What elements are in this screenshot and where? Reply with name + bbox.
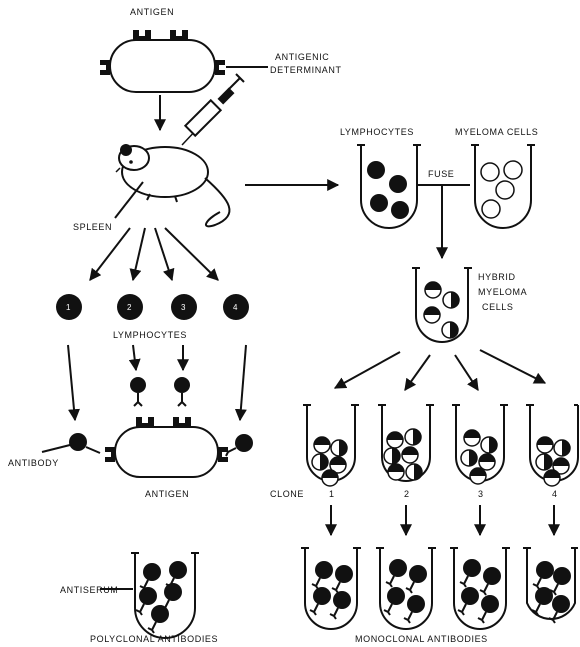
lymphocytes-tube-label: LYMPHOCYTES (340, 127, 414, 137)
antiserum-antibodies (135, 560, 188, 634)
clone-tube-4 (526, 404, 579, 487)
antibody-cell-3 (174, 377, 190, 407)
myeloma-tube (474, 145, 532, 229)
hybrid-label-3: CELLS (482, 302, 514, 312)
antiserum-tube (134, 553, 196, 639)
syringe-icon (181, 73, 245, 146)
myeloma-cells-in-tube (480, 160, 523, 219)
determinant-left (100, 60, 110, 75)
antigen-top (109, 39, 216, 93)
arrow-clone-3 (454, 354, 479, 392)
lymphocyte-2-number: 2 (127, 303, 132, 312)
antigen-bottom-label: ANTIGEN (145, 489, 189, 499)
arrow-lymph-4 (164, 227, 219, 281)
lymphocyte-2: 2 (117, 294, 143, 320)
clone-tube-3 (452, 404, 508, 485)
lymphocyte-3: 3 (171, 294, 197, 320)
hybrid-cells-in-tube (423, 281, 460, 339)
clone-number-4: 4 (552, 489, 557, 499)
arrow-lymph-1 (89, 227, 131, 281)
polyclonal-label: POLYCLONAL ANTIBODIES (90, 634, 218, 644)
fuse-label: FUSE (428, 169, 454, 179)
spleen-pointer (114, 181, 144, 219)
clone-number-1: 1 (329, 489, 334, 499)
clone-number-2: 2 (404, 489, 409, 499)
clone-tube-1 (303, 404, 359, 487)
arrow-down-2 (128, 344, 141, 372)
lymphocyte-4: 4 (223, 294, 249, 320)
arrow-clone-1 (333, 351, 401, 389)
arrow-clone-4 (479, 349, 547, 384)
arrow-lymph-2 (129, 227, 146, 282)
determinant-bottom-right (218, 447, 228, 462)
lymphocytes-left-label: LYMPHOCYTES (113, 330, 187, 340)
lymphocyte-4-number: 4 (233, 303, 238, 312)
hybrid-label-2: MYELOMA (478, 287, 527, 297)
monoclonal-label: MONOCLONAL ANTIBODIES (355, 634, 488, 644)
mono-tube-2 (376, 547, 436, 630)
determinant-top-1 (133, 30, 151, 40)
determinant-bottom-1 (136, 417, 154, 427)
mono-tube-3 (450, 547, 510, 630)
lymphocyte-1-number: 1 (66, 303, 71, 312)
clone-label: CLONE (270, 489, 304, 499)
antibody-cell-4 (224, 434, 253, 457)
clone-tube-2 (378, 404, 434, 482)
lymphocyte-3-number: 3 (181, 303, 186, 312)
antiserum-label: ANTISERUM (60, 585, 118, 595)
antigenic-label-1: ANTIGENIC (275, 52, 329, 62)
mono-tube-4 (523, 547, 578, 624)
mouse-icon (115, 144, 231, 228)
arrow-lymph-3 (154, 227, 175, 282)
arrow-down-1 (67, 344, 80, 422)
lymphocytes-tube (360, 145, 418, 229)
determinant-bottom-2 (173, 417, 191, 427)
hybrid-label-1: HYBRID (478, 272, 516, 282)
mono-tube-1 (301, 547, 361, 630)
determinant-right (215, 60, 225, 75)
hybrid-tube (415, 268, 469, 343)
determinant-bottom-left (105, 447, 115, 462)
antigenic-label-2: DETERMINANT (270, 65, 342, 75)
arrow-clone-2 (404, 354, 431, 391)
antigen-top-label: ANTIGEN (130, 7, 174, 17)
spleen-label: SPLEEN (73, 222, 112, 232)
determinant-top-2 (170, 30, 188, 40)
antibody-label: ANTIBODY (8, 458, 59, 468)
arrow-down-4 (234, 344, 247, 422)
antigen-bottom (114, 426, 219, 478)
antibody-cell-2 (130, 377, 146, 407)
lymphocytes-in-tube (367, 161, 409, 219)
myeloma-label: MYELOMA CELLS (455, 127, 538, 137)
antibody-cell-1 (69, 433, 101, 454)
lymphocyte-1: 1 (56, 294, 82, 320)
antibody-pointer (41, 444, 71, 453)
clone-number-3: 3 (478, 489, 483, 499)
